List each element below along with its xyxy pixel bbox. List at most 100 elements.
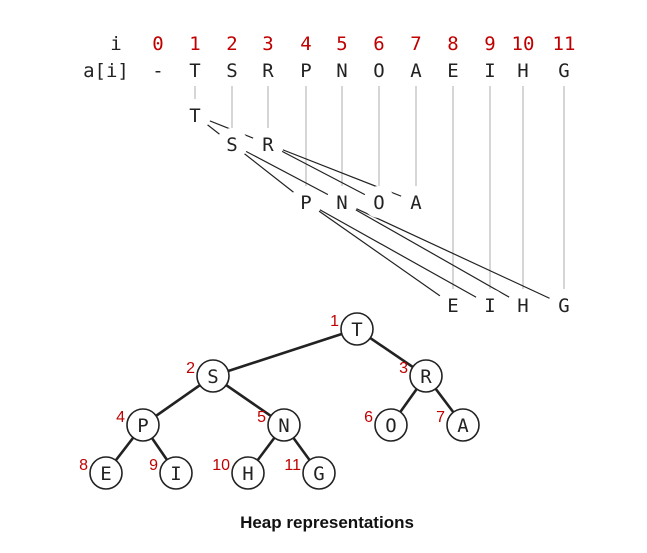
array-value-5: N [336, 60, 347, 82]
layered-node-key: O [373, 192, 384, 214]
tree-node-7: A7 [436, 408, 480, 442]
array-index-3: 3 [262, 33, 273, 55]
array-index-9: 9 [484, 33, 495, 55]
layered-edge-4-8 [305, 201, 454, 306]
tree-node-index: 7 [436, 409, 445, 426]
tree-node-circle [340, 312, 374, 346]
tree-node-key: S [207, 366, 218, 388]
array-index-8: 8 [447, 33, 458, 55]
layered-node-key: R [262, 134, 274, 156]
tree-node-circle [159, 456, 193, 490]
array-value-9: I [484, 60, 495, 82]
tree-edge-1-2 [212, 327, 358, 378]
layered-node-5: N [326, 186, 358, 218]
array-index-1: 1 [189, 33, 200, 55]
array-value-3: R [262, 60, 274, 82]
tree-node-circle [446, 408, 480, 442]
tree-node-circle [409, 359, 443, 393]
array-index-5: 5 [336, 33, 347, 55]
tree-node-index: 3 [399, 360, 408, 377]
tree-node-key: R [420, 366, 432, 388]
layered-node-2: S [216, 128, 248, 160]
value-row-label: a[i] [83, 60, 129, 82]
layered-node-key: H [517, 295, 528, 317]
tree-node-circle [126, 408, 160, 442]
layered-node-disc [326, 186, 358, 218]
tree-node-index: 8 [79, 457, 88, 474]
layered-node-disc [400, 186, 432, 218]
tree-edges [104, 327, 465, 474]
layered-node-disc [437, 289, 469, 321]
layered-node-9: I [474, 289, 506, 321]
array-value-8: E [447, 60, 458, 82]
layered-node-4: P [290, 186, 322, 218]
layered-node-key: S [226, 134, 237, 156]
tree-node-index: 9 [149, 457, 158, 474]
layered-node-7: A [400, 186, 432, 218]
layered-node-disc [363, 186, 395, 218]
array-index-0: 0 [152, 33, 163, 55]
tree-node-1: T1 [330, 312, 374, 346]
array-index-7: 7 [410, 33, 421, 55]
array-value-1: T [189, 60, 200, 82]
layered-node-10: H [507, 289, 539, 321]
array-index-10: 10 [512, 33, 535, 55]
tree-node-index: 11 [284, 457, 301, 474]
tree-node-2: S2 [186, 359, 230, 393]
layered-node-key: P [300, 192, 311, 214]
layered-node-key: T [189, 105, 200, 127]
tree-node-5: N5 [257, 408, 301, 442]
layered-node-disc [474, 289, 506, 321]
tree-node-key: N [278, 415, 289, 437]
layered-node-disc [179, 99, 211, 131]
tree-node-key: E [100, 463, 111, 485]
layered-node-11: G [548, 289, 580, 321]
tree-node-11: G 11 [284, 456, 336, 490]
tree-node-key: G [313, 463, 324, 485]
tree-node-circle [374, 408, 408, 442]
array-value-10: H [517, 60, 528, 82]
tree-node-key: O [385, 415, 396, 437]
array-value-7: A [410, 60, 422, 82]
tree-node-key: A [457, 415, 469, 437]
tree-node-circle [231, 456, 265, 490]
tree-node-key: T [351, 319, 362, 341]
layered-edge-2-5 [231, 143, 343, 203]
tree-node-10: H 10 [212, 456, 265, 490]
layered-node-disc [290, 186, 322, 218]
layered-node-8: E [437, 289, 469, 321]
array-index-11: 11 [553, 33, 576, 55]
layered-node-disc [548, 289, 580, 321]
layered-edge-5-10 [341, 201, 524, 306]
array-index-2: 2 [226, 33, 237, 55]
tree-node-key: P [137, 415, 148, 437]
array-value-0: - [152, 60, 163, 82]
tree-node-index: 1 [330, 313, 339, 330]
layered-node-disc [507, 289, 539, 321]
tree-node-index: 2 [186, 360, 195, 377]
tree-node-key: I [170, 463, 181, 485]
layered-edge-3-6 [267, 143, 380, 203]
tree-node-4: P4 [116, 408, 160, 442]
layered-node-3: R [252, 128, 284, 160]
array-value-4: P [300, 60, 311, 82]
array-value-6: O [373, 60, 384, 82]
layered-node-key: N [336, 192, 347, 214]
tree-node-3: R3 [399, 359, 443, 393]
layered-edge-5-11 [341, 201, 565, 306]
tree-node-index: 5 [257, 409, 266, 426]
tree-node-index: 4 [116, 409, 125, 426]
tree-node-key: H [242, 463, 253, 485]
tree-node-6: O6 [364, 408, 408, 442]
array-value-2: S [226, 60, 237, 82]
layered-node-key: E [447, 295, 458, 317]
layered-node-disc [252, 128, 284, 160]
layered-node-key: A [410, 192, 422, 214]
layered-node-1: T [179, 99, 211, 131]
layered-node-key: I [484, 295, 495, 317]
tree-node-index: 10 [212, 457, 230, 474]
